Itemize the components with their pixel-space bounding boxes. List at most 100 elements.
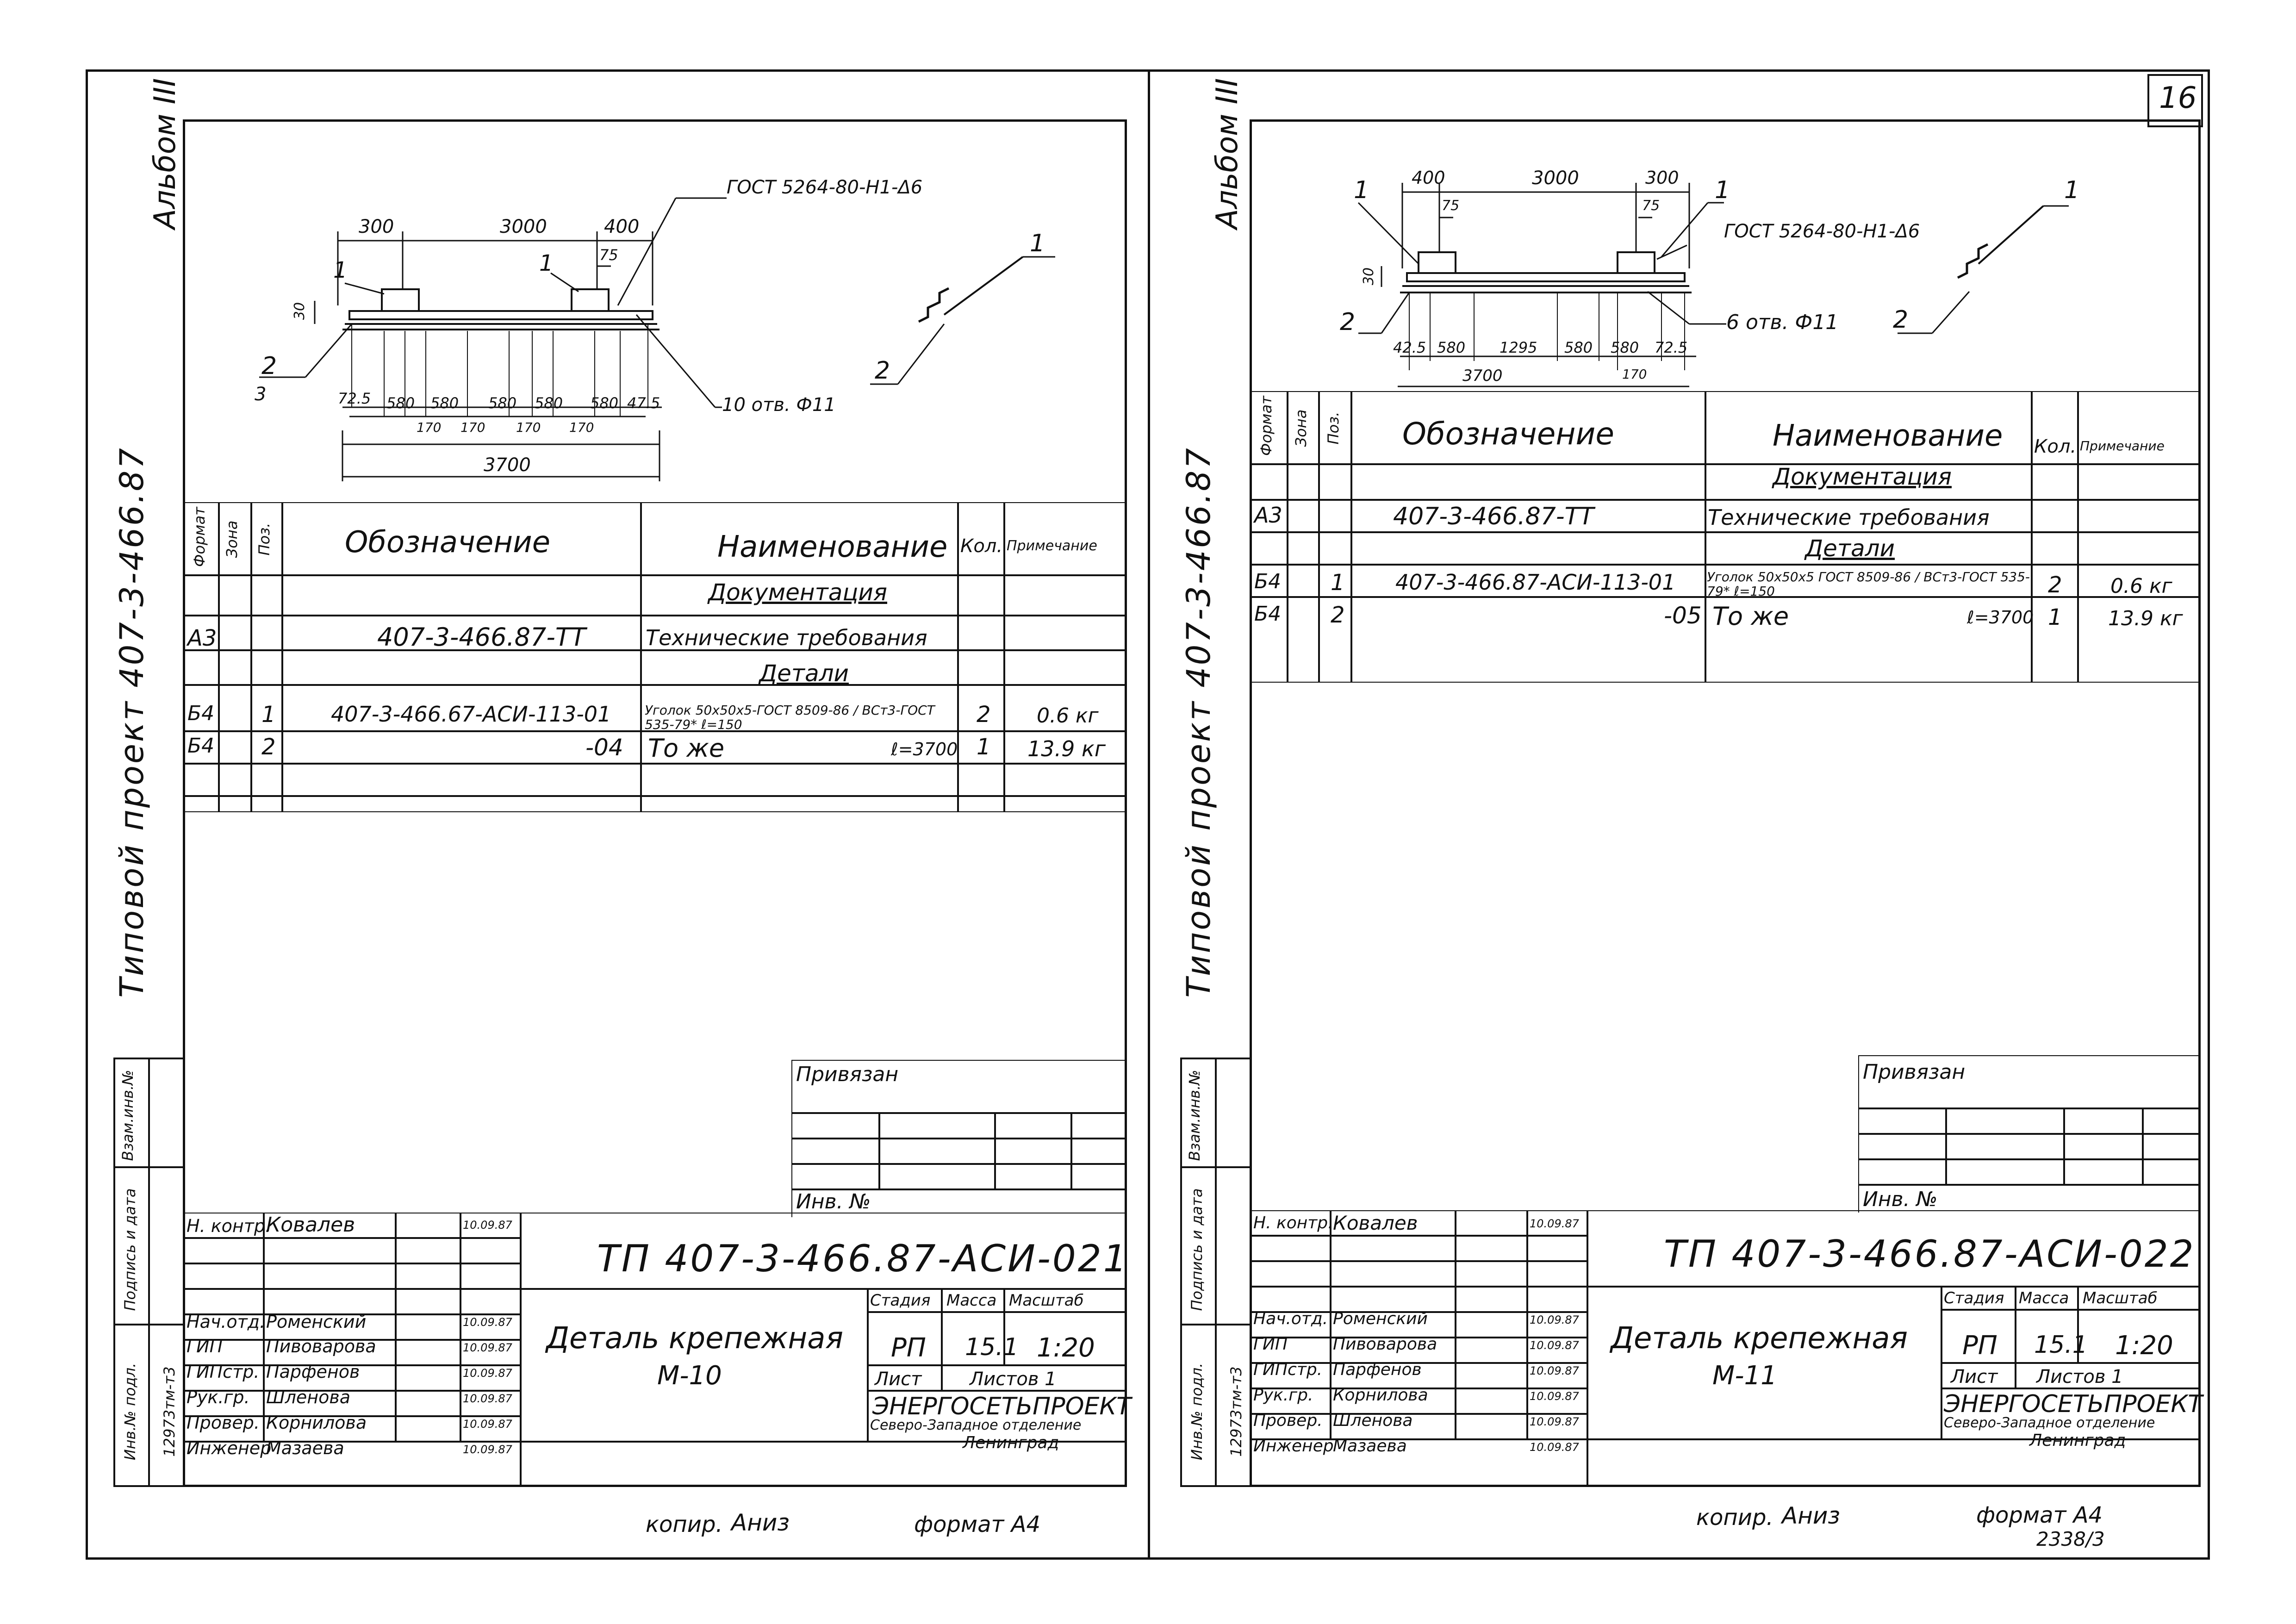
- row-4-note: 13.9 кг: [1027, 736, 1106, 761]
- row-4-format: Б4: [187, 734, 215, 758]
- row-2-name-right: Детали: [1805, 535, 1895, 562]
- holes-label-right: 6 отв. Ф11: [1726, 311, 1839, 334]
- row-3-format: Б4: [187, 702, 215, 725]
- row-3-format-right: Б4: [1254, 570, 1282, 593]
- tb-name-5: Парфенов: [266, 1362, 360, 1382]
- tb-scale: 1:20: [1037, 1333, 1095, 1363]
- dim-total-right: 3700: [1462, 367, 1503, 385]
- copy-label-right: копир.: [1696, 1505, 1773, 1531]
- tb-code-right: ТП 407-3-466.87-АСИ-022: [1664, 1232, 2196, 1276]
- tb-name-5-right: Парфенов: [1333, 1360, 1422, 1379]
- tb-date-4-right: 10.09.87: [1530, 1339, 1579, 1352]
- dim-small-1: 170: [417, 420, 442, 435]
- dim-top-3: 400: [604, 216, 640, 237]
- dim-small-2: 170: [460, 420, 485, 435]
- tb-role-6-right: Рук.гр.: [1253, 1386, 1313, 1405]
- row-1-format: А3: [187, 625, 217, 651]
- dim-top-1: 300: [359, 216, 394, 237]
- dim-bottom-1: 72.5: [338, 390, 371, 407]
- tb-title: Деталь крепежная: [546, 1321, 843, 1356]
- pos-label-2: 2: [261, 352, 277, 380]
- page-number-box: [2147, 74, 2203, 127]
- tb-mass-label: Масса: [946, 1291, 997, 1310]
- pos-label-1a: 1: [333, 257, 348, 283]
- dim-75: 75: [599, 246, 618, 264]
- tb-scale-label: Масштаб: [1009, 1291, 1084, 1310]
- row-3-qty: 2: [977, 702, 991, 728]
- dim-75-right: 75: [1442, 198, 1460, 214]
- row-1-designation: 407-3-466.87-ТТ: [377, 622, 586, 652]
- tb-name-6-right: Корнилова: [1333, 1386, 1428, 1405]
- title-block: [183, 1213, 1127, 1487]
- dim-top-3-right: 300: [1645, 168, 1679, 188]
- row-3-note: 0.6 кг: [1037, 704, 1099, 728]
- tb-org-sub: Северо-Западное отделение: [870, 1417, 1082, 1433]
- header-name-right: Наименование: [1773, 419, 2003, 453]
- tb-name-7: Корнилова: [266, 1412, 367, 1433]
- dim-bottom-4-right: 580: [1564, 339, 1593, 356]
- row-4-name-right: То же: [1712, 602, 1789, 631]
- tb-sheet-label: Лист: [875, 1369, 922, 1390]
- tb-role-5: ГИПстр.: [187, 1362, 260, 1382]
- row-4-name-extra-right: ℓ=3700: [1967, 607, 2034, 628]
- inner-frame: [183, 119, 1127, 1487]
- row-3-name-right: Уголок 50х50х5 ГОСТ 8509-86 / ВСт3-ГОСТ …: [1707, 570, 2030, 599]
- tb-name-3: Роменский: [266, 1312, 367, 1332]
- row-0-name: Документация: [708, 579, 887, 606]
- pos-label-1b-right: 1: [1715, 176, 1730, 204]
- tb-subtitle-right: М-11: [1712, 1361, 1777, 1391]
- tb-role-5-right: ГИПстр.: [1253, 1360, 1323, 1379]
- header-format-right: Формат: [1257, 396, 1275, 456]
- tb-name-4: Пивоварова: [266, 1336, 376, 1356]
- header-designation-right: Обозначение: [1402, 416, 1614, 452]
- dim-bottom-5: 580: [535, 394, 563, 412]
- row-4-designation-right: -05: [1664, 602, 1702, 629]
- row-4-pos-right: 2: [1331, 602, 1345, 628]
- dim-30-right: 30: [1361, 267, 1377, 286]
- tb-role-7: Провер.: [187, 1412, 260, 1433]
- tb-role-7-right: Провер.: [1253, 1411, 1323, 1430]
- gost-label: ГОСТ 5264-80-Н1-Δ6: [727, 177, 923, 198]
- tb-date-6: 10.09.87: [463, 1392, 512, 1405]
- tb-role-4: ГИП: [187, 1336, 223, 1356]
- row-3-pos-right: 1: [1331, 570, 1345, 596]
- iso-label-1-right: 1: [2064, 176, 2080, 204]
- dim-bottom-2: 580: [386, 394, 415, 412]
- tb-name-3-right: Роменский: [1333, 1309, 1428, 1328]
- tb-title-right: Деталь крепежная: [1611, 1321, 1908, 1356]
- tb-stage-right: РП: [1962, 1331, 1997, 1361]
- row-4-qty: 1: [977, 734, 991, 760]
- row-1-name: Технические требования: [646, 625, 927, 650]
- row-4-name: То же: [648, 734, 725, 763]
- row-4-format-right: Б4: [1254, 602, 1282, 626]
- dim-bottom-5-right: 580: [1611, 339, 1639, 356]
- tb-scale-right: 1:20: [2115, 1331, 2173, 1361]
- side-label-sign-right: Подпись и дата: [1188, 1188, 1206, 1311]
- project-label-right: Типовой проект 407-3-466.87: [1180, 446, 1218, 998]
- row-3-pos: 1: [261, 702, 276, 728]
- tb-city-right: Ленинград: [2029, 1431, 2126, 1450]
- row-3-designation: 407-3-466.67-АСИ-113-01: [331, 702, 611, 727]
- title-block-right: [1250, 1210, 2201, 1487]
- tb-sheets-label: Листов 1: [970, 1369, 1057, 1390]
- tb-stage-label: Стадия: [870, 1291, 931, 1310]
- tb-date-5: 10.09.87: [463, 1367, 512, 1380]
- tb-mass-label-right: Масса: [2019, 1289, 2069, 1307]
- iso-label-1: 1: [1030, 230, 1045, 257]
- sheet-code: 2338/3: [2036, 1528, 2105, 1550]
- privyazan-block-right: [1858, 1055, 2201, 1213]
- tb-name-8-right: Мазаева: [1333, 1437, 1407, 1456]
- privyazan-block: [791, 1060, 1127, 1217]
- row-2-name: Детали: [759, 660, 849, 687]
- side-label-vzam-right: Взам.инв.№: [1186, 1070, 1203, 1161]
- dim-75b-right: 75: [1642, 198, 1660, 214]
- tb-name-7-right: Шленова: [1333, 1411, 1413, 1430]
- tb-date-3-right: 10.09.87: [1530, 1313, 1579, 1326]
- tb-date-5-right: 10.09.87: [1530, 1364, 1579, 1377]
- tb-role-0: Н. контр.: [187, 1216, 271, 1236]
- dim-bottom-4: 580: [488, 394, 517, 412]
- header-qty: Кол.: [960, 535, 1003, 557]
- row-1-format-right: А3: [1254, 503, 1282, 528]
- header-name: Наименование: [717, 530, 948, 564]
